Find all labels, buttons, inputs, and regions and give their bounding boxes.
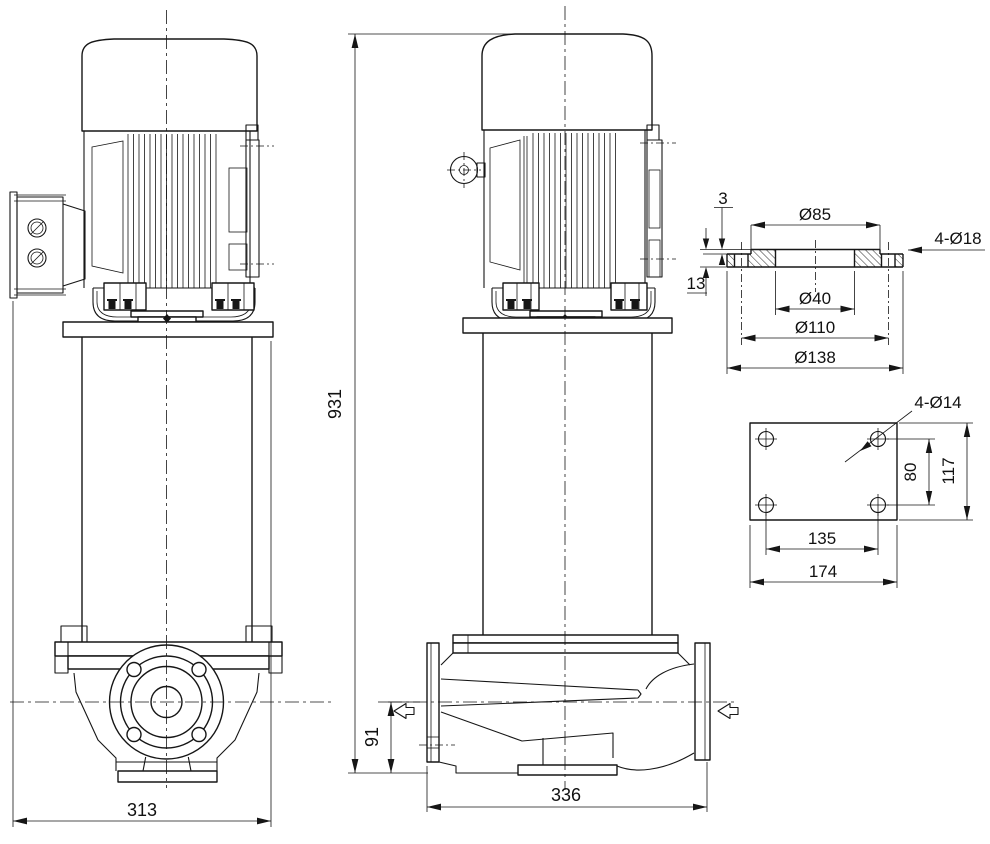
clamp-lug: [245, 625, 273, 643]
dim-hole-spacing-width: 135: [765, 513, 879, 555]
dim-text-raised-face-diameter: Ø85: [799, 205, 831, 224]
motor-bracket: [640, 124, 676, 278]
dim-text-bore-diameter: Ø40: [799, 289, 831, 308]
flange-bolt-hole: [126, 726, 142, 743]
pump-foot: [142, 756, 192, 772]
dim-text-hole-spacing-width: 135: [808, 529, 836, 548]
casing-head: [440, 634, 691, 666]
motor-fan-cover: [481, 33, 653, 131]
dim-plate-depth: 117: [899, 422, 973, 521]
base-plate-detail-view: 4-Ø14 80 117 135 174: [749, 393, 973, 588]
dim-text-bolt-circle-diameter: Ø110: [795, 318, 835, 337]
dim-text-overall-height: 931: [325, 389, 345, 419]
dim-text-flange-thickness: 13: [687, 274, 706, 293]
foot-plate: [117, 770, 218, 783]
eye-bolt: [447, 152, 486, 188]
foot-bolts: [107, 299, 241, 309]
dim-hole-spacing-depth: 80: [887, 438, 935, 506]
suction-flange: [694, 642, 711, 761]
dim-text-plate-width: 174: [809, 562, 837, 581]
motor-body: [83, 131, 251, 288]
casing-internals: [438, 663, 695, 774]
junction-box: [9, 191, 86, 299]
cable-gland-icon: [27, 218, 47, 238]
flange-extension-lines: [700, 225, 904, 374]
pump-side-view: 313: [9, 10, 332, 827]
motor-nameplate: [489, 139, 521, 271]
dim-text-hole-spacing-depth: 80: [901, 463, 920, 482]
discharge-flange: [419, 642, 455, 763]
cable-gland-icon: [27, 248, 47, 268]
motor-fins: [127, 134, 217, 288]
flow-arrow-in-icon: [717, 702, 739, 720]
flange-hatching: [727, 249, 903, 267]
motor-feet: [103, 282, 255, 311]
dim-text-base-bolt-holes: 4-Ø14: [914, 393, 961, 412]
dim-text-port-height: 91: [362, 727, 382, 747]
dim-text-side-width: 313: [127, 800, 157, 820]
flange-bolt-hole: [191, 726, 207, 743]
flange-section-outline: [726, 248, 904, 268]
dim-overall-height: 931: [325, 33, 515, 774]
motor-body: [483, 130, 646, 288]
flange-dim-lines: [687, 207, 985, 369]
motor-nameplate: [91, 140, 124, 274]
dim-text-step-thickness: 3: [718, 189, 727, 208]
dim-port-height: 91: [362, 701, 420, 773]
motor-stool-plate: [62, 321, 274, 338]
base-plate-holes: [755, 428, 889, 516]
flange-detail-view: 3 13 Ø85 4-Ø18 Ø40 Ø110 Ø138: [687, 189, 985, 374]
coupling: [130, 310, 204, 323]
flange-centerlines: [741, 240, 889, 345]
foot-plate: [517, 764, 618, 776]
dim-side-width: 313: [12, 301, 272, 827]
pump-sleeve: [81, 337, 253, 642]
flow-arrow-out-icon: [393, 702, 415, 720]
motor-bracket: [228, 124, 274, 278]
base-plate-outline: [749, 422, 898, 521]
motor-fan-cover: [81, 38, 258, 132]
pump-sleeve: [482, 333, 653, 635]
motor-feet: [502, 282, 648, 311]
flange-bolt-hole: [126, 661, 142, 678]
motor-fins: [532, 133, 616, 288]
motor-stool-plate: [462, 317, 673, 334]
pump-front-section-view: 931 91 336: [325, 6, 739, 812]
dim-text-plate-depth: 117: [939, 457, 958, 484]
base-leader-bolt-holes: 4-Ø14: [844, 393, 962, 463]
dim-text-casing-length: 336: [551, 785, 581, 805]
dim-text-outside-diameter: Ø138: [794, 348, 836, 367]
dim-text-flange-bolt-holes: 4-Ø18: [934, 229, 981, 248]
foot-bolts: [506, 299, 640, 309]
dim-casing-length: 336: [426, 762, 708, 812]
clamp-lug: [60, 625, 88, 643]
flange-bolt-hole: [191, 661, 207, 678]
dim-plate-width: 174: [749, 525, 898, 588]
